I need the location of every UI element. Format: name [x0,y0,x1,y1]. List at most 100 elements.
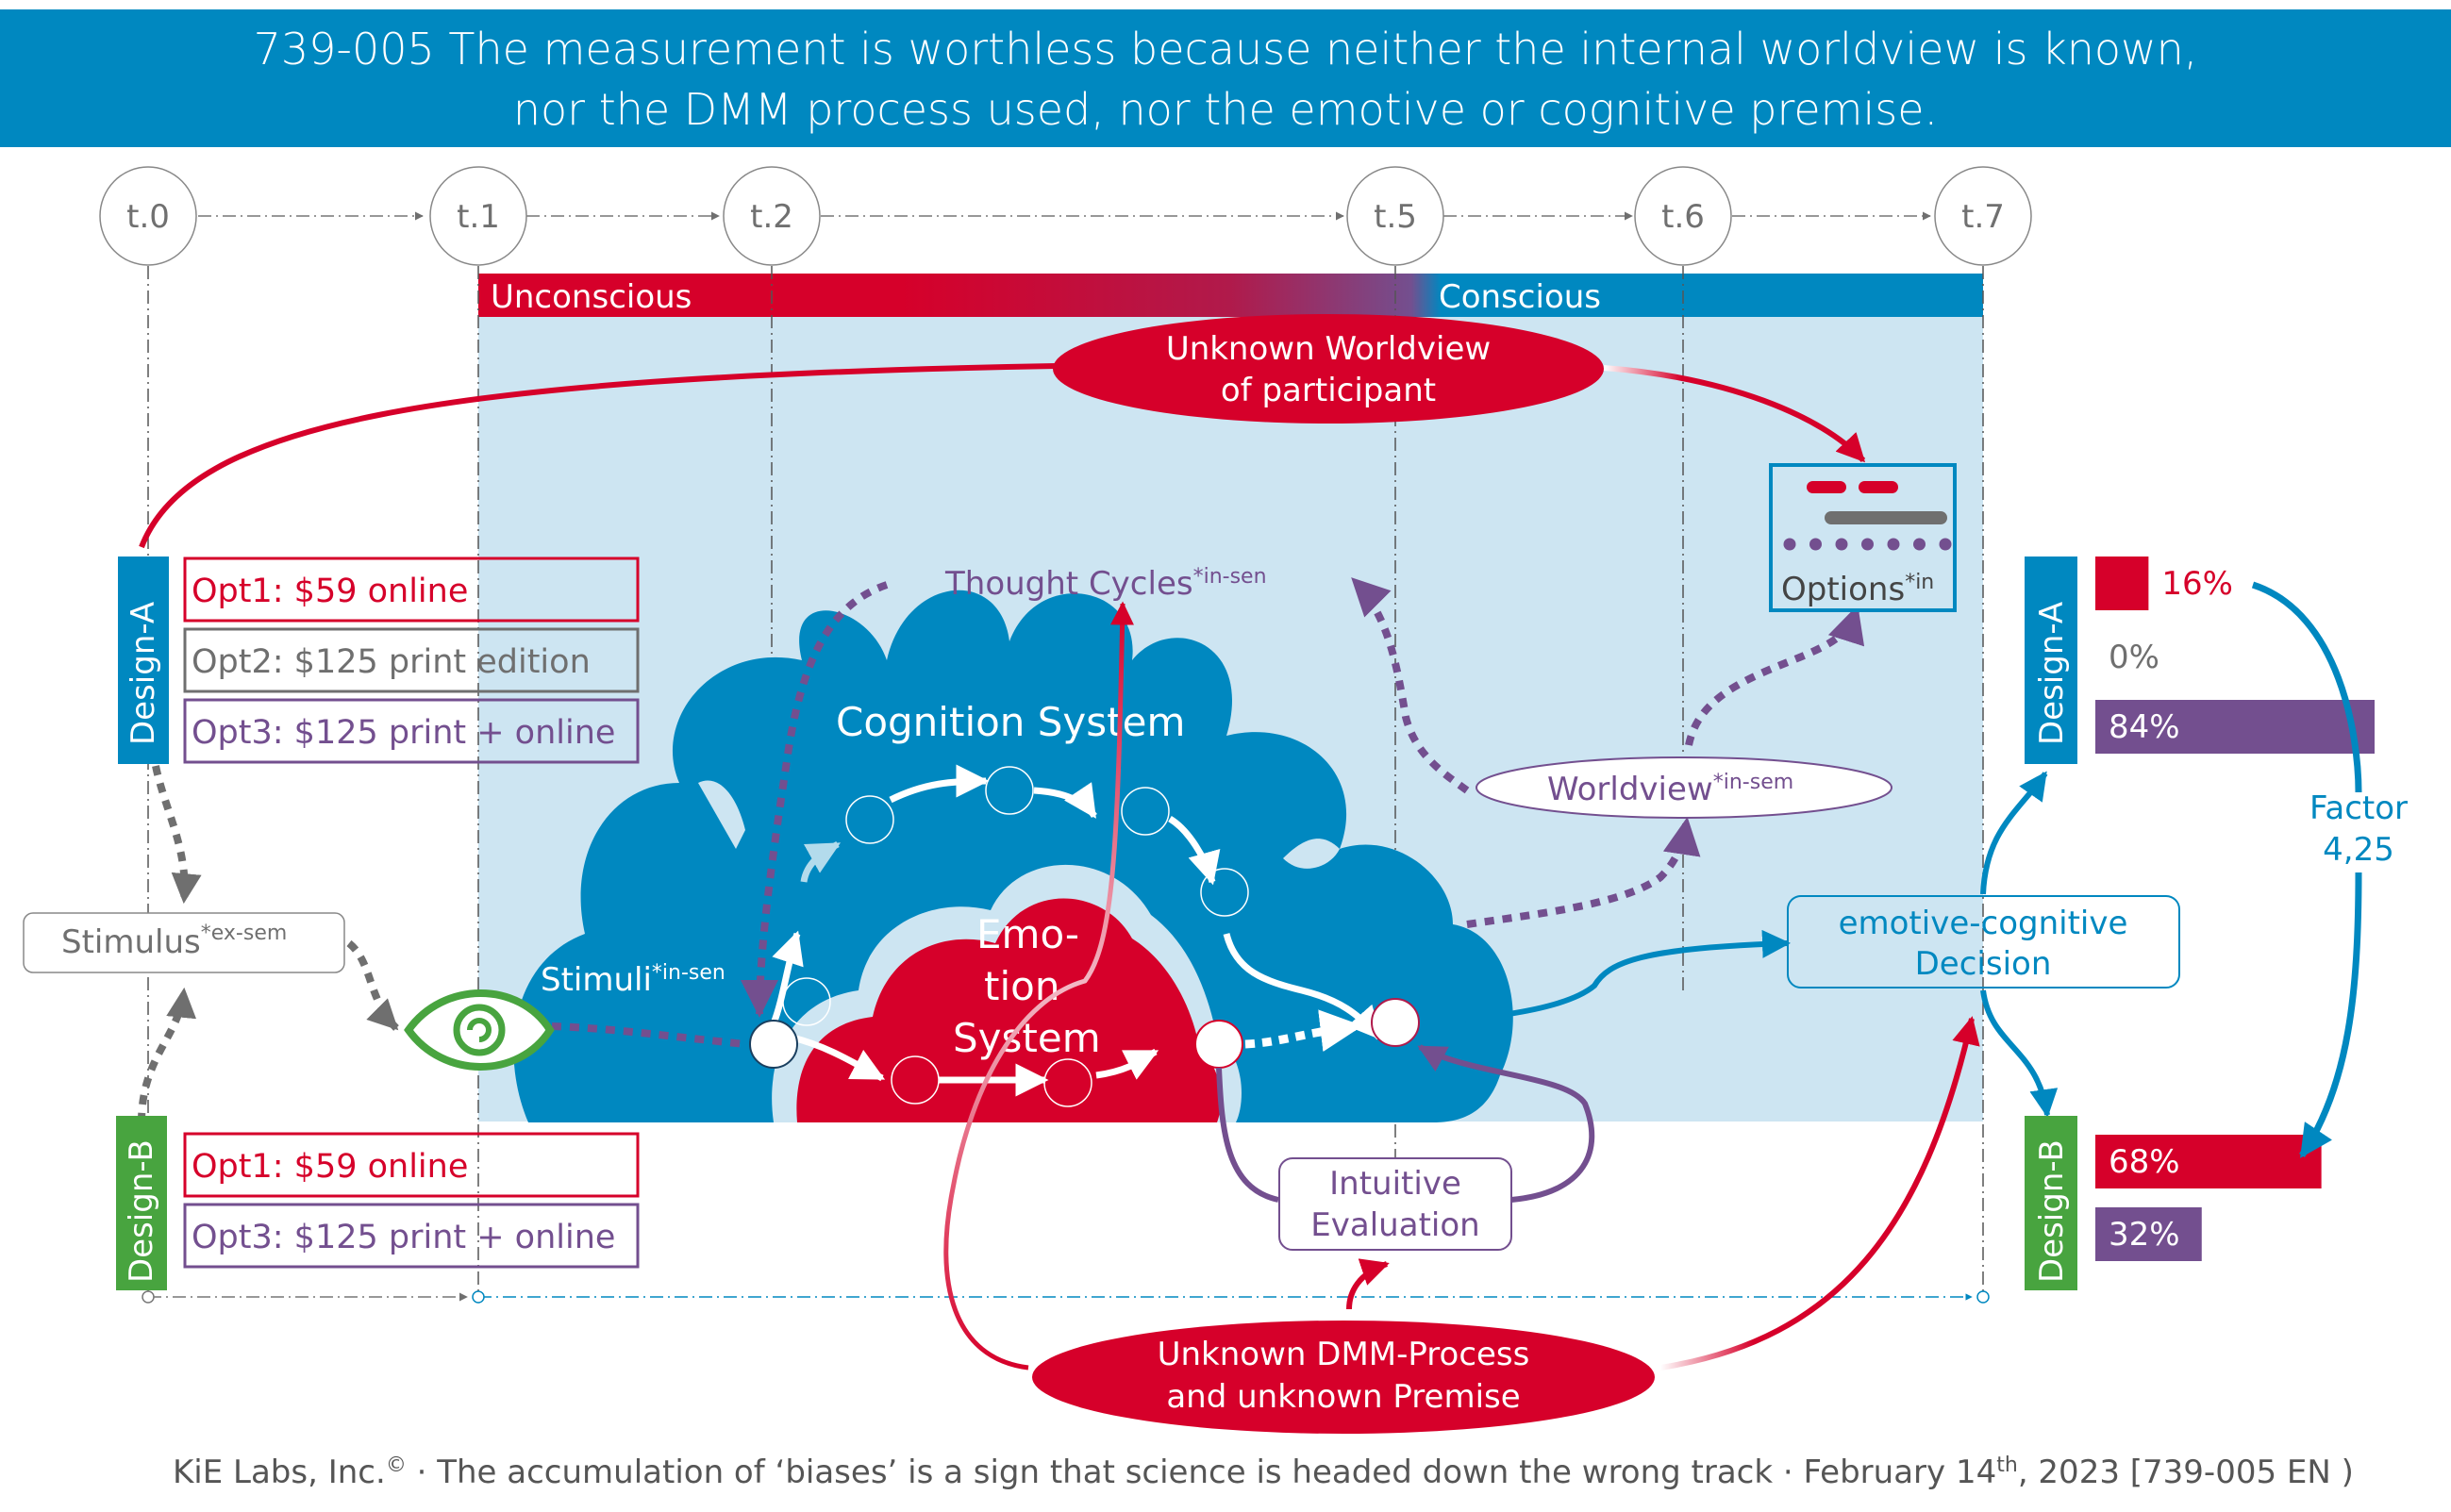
unknown-worldview-line1: Unknown Worldview [1166,330,1491,368]
footer-text: · The accumulation of ‘biases’ is a sign… [407,1454,1996,1491]
result-a-bar-opt3: 84% [2095,700,2375,754]
results-design-a: Design-A 16%0% 84% [2025,557,2375,764]
options-gray-bar [1825,511,1947,524]
unknown-dmm-line1: Unknown DMM-Process [1158,1336,1530,1373]
thought-cycles-label: Thought Cycles*in-sen [944,565,1267,603]
timeline-node-t0: t.0 [99,166,197,266]
intuitive-line2: Evaluation [1310,1206,1479,1244]
decision-line1: emotive-cognitive [1839,905,2128,942]
svg-text:Stimuli*in-sen: Stimuli*in-sen [541,961,725,999]
unknown-worldview-line2: of participant [1221,372,1436,409]
decision-node [1371,998,1420,1047]
result-design-a-label: Design-A [2033,602,2071,745]
timeline-node-label: t.5 [1374,198,1417,236]
decision-line2: Decision [1915,945,2052,983]
thought-node [1121,787,1170,836]
options-dot [1783,538,1796,551]
intuitive-line1: Intuitive [1329,1165,1461,1203]
timeline: t.0 t.1 t.2 t.5 t.6 t.7 [99,166,2032,266]
bottom-timeline [142,1290,1990,1304]
timeline-node-t1: t.1 [429,166,527,266]
timeline-node-t6: t.6 [1634,166,1732,266]
timeline-node-label: t.2 [750,198,793,236]
factor-line2: 4,25 [2323,831,2394,869]
svg-text:Thought Cycles*in-sen: Thought Cycles*in-sen [944,565,1267,603]
options-dot [1835,538,1848,551]
timeline-node-label: t.0 [126,198,170,236]
thought-cycles-arrows [551,577,1865,1048]
stimuli-node [749,1020,798,1069]
cognition-system-label: Cognition System [836,699,1185,745]
options-dot [1809,538,1822,551]
thought-node [1200,868,1249,917]
design-b-option-2: Opt3: $125 print + online [183,1203,640,1269]
option-label: Opt1: $59 online [192,573,468,610]
design-a-option-3: Opt3: $125 print + online [183,698,640,764]
unconscious-label: Unconscious [491,278,692,316]
bar-value-label: 32% [2109,1216,2180,1254]
option-label: Opt1: $59 online [192,1148,468,1186]
stimuli-label: Stimuli*in-sen [541,961,725,999]
stimulus-group: Stimulus*ex-sem [23,765,399,1123]
option-label: Opt3: $125 print + online [192,714,615,752]
header-banner: 739-005 The measurement is worthless bec… [0,9,2451,147]
factor-group: Factor 4,25 [2251,581,2408,1158]
bar-value-label: 84% [2109,708,2180,746]
design-a-label: Design-A [125,602,162,745]
svg-text:Worldview*in-sem: Worldview*in-sem [1547,771,1793,808]
footer-date: , 2023 [739-005 EN ) [2018,1454,2354,1491]
options-red-dash [1807,481,1846,493]
unknown-dmm-group: Unknown DMM-Process and unknown Premise [943,601,1980,1434]
option-label: Opt3: $125 print + online [192,1219,615,1256]
result-b-bar-opt1: 68% [2095,1135,2322,1188]
thought-node [845,795,894,844]
svg-text:Options*in: Options*in [1781,571,1934,608]
footer: KiE Labs, Inc.© · The accumulation of ‘b… [173,1454,2354,1491]
conscious-label: Conscious [1439,278,1601,316]
bar [2095,700,2375,754]
bar [2095,557,2149,610]
bar-value-label: 0% [2109,639,2159,676]
header-title-line1: 739-005 The measurement is worthless bec… [254,24,2198,75]
result-a-bar-opt2: 0% [2109,639,2159,676]
result-b-bar-opt3: 32% [2095,1207,2202,1261]
result-a-bar-opt1: 16% [2095,557,2233,610]
options-dot [1939,538,1952,551]
options-box: Options*in [1769,463,1957,612]
svg-text:KiE Labs, Inc.© · The accumula: KiE Labs, Inc.© · The accumulation of ‘b… [173,1454,2354,1491]
design-b-label: Design-B [123,1139,160,1283]
design-a-option-1: Opt1: $59 online [183,557,640,623]
factor-line1: Factor [2309,789,2408,827]
timeline-node-label: t.6 [1661,198,1705,236]
result-design-b-label: Design-B [2033,1139,2071,1283]
emotion-label-line3: System [953,1015,1101,1061]
worldview-node: Worldview*in-sem [1476,756,1892,819]
options-dot [1861,538,1874,551]
svg-text:Stimulus*ex-sem: Stimulus*ex-sem [61,922,287,961]
emotion-label-line2: tion [984,963,1059,1009]
timeline-node-t2: t.2 [723,166,821,266]
eye-icon [404,989,555,1071]
unknown-worldview-ellipse [1053,314,1604,424]
design-b-option-1: Opt1: $59 online [183,1132,640,1198]
option-label: Opt2: $125 print edition [192,643,591,681]
unknown-worldview-group: Unknown Worldview of participant [139,314,1866,549]
bar-value-label: 68% [2109,1143,2180,1181]
timeline-node-label: t.7 [1961,198,2005,236]
emotion-node [1194,1020,1243,1069]
unknown-dmm-ellipse [1032,1321,1655,1434]
header-title-line2: nor the DMM process used, nor the emotiv… [513,84,1938,135]
bar-value-label: 16% [2161,565,2233,603]
options-dot [1913,538,1926,551]
options-dots [1783,538,1952,551]
unknown-dmm-line2: and unknown Premise [1166,1378,1520,1416]
decision-group: emotive-cognitive Decision [1419,771,2180,1118]
timeline-node-t7: t.7 [1934,166,2032,266]
options-red-dash [1859,481,1898,493]
intuitive-evaluation-group: Intuitive Evaluation [1216,1044,1595,1251]
emotion-label-line1: Emo- [976,911,1079,957]
consciousness-band: Unconscious Conscious [478,274,1983,317]
timeline-node-label: t.1 [457,198,500,236]
